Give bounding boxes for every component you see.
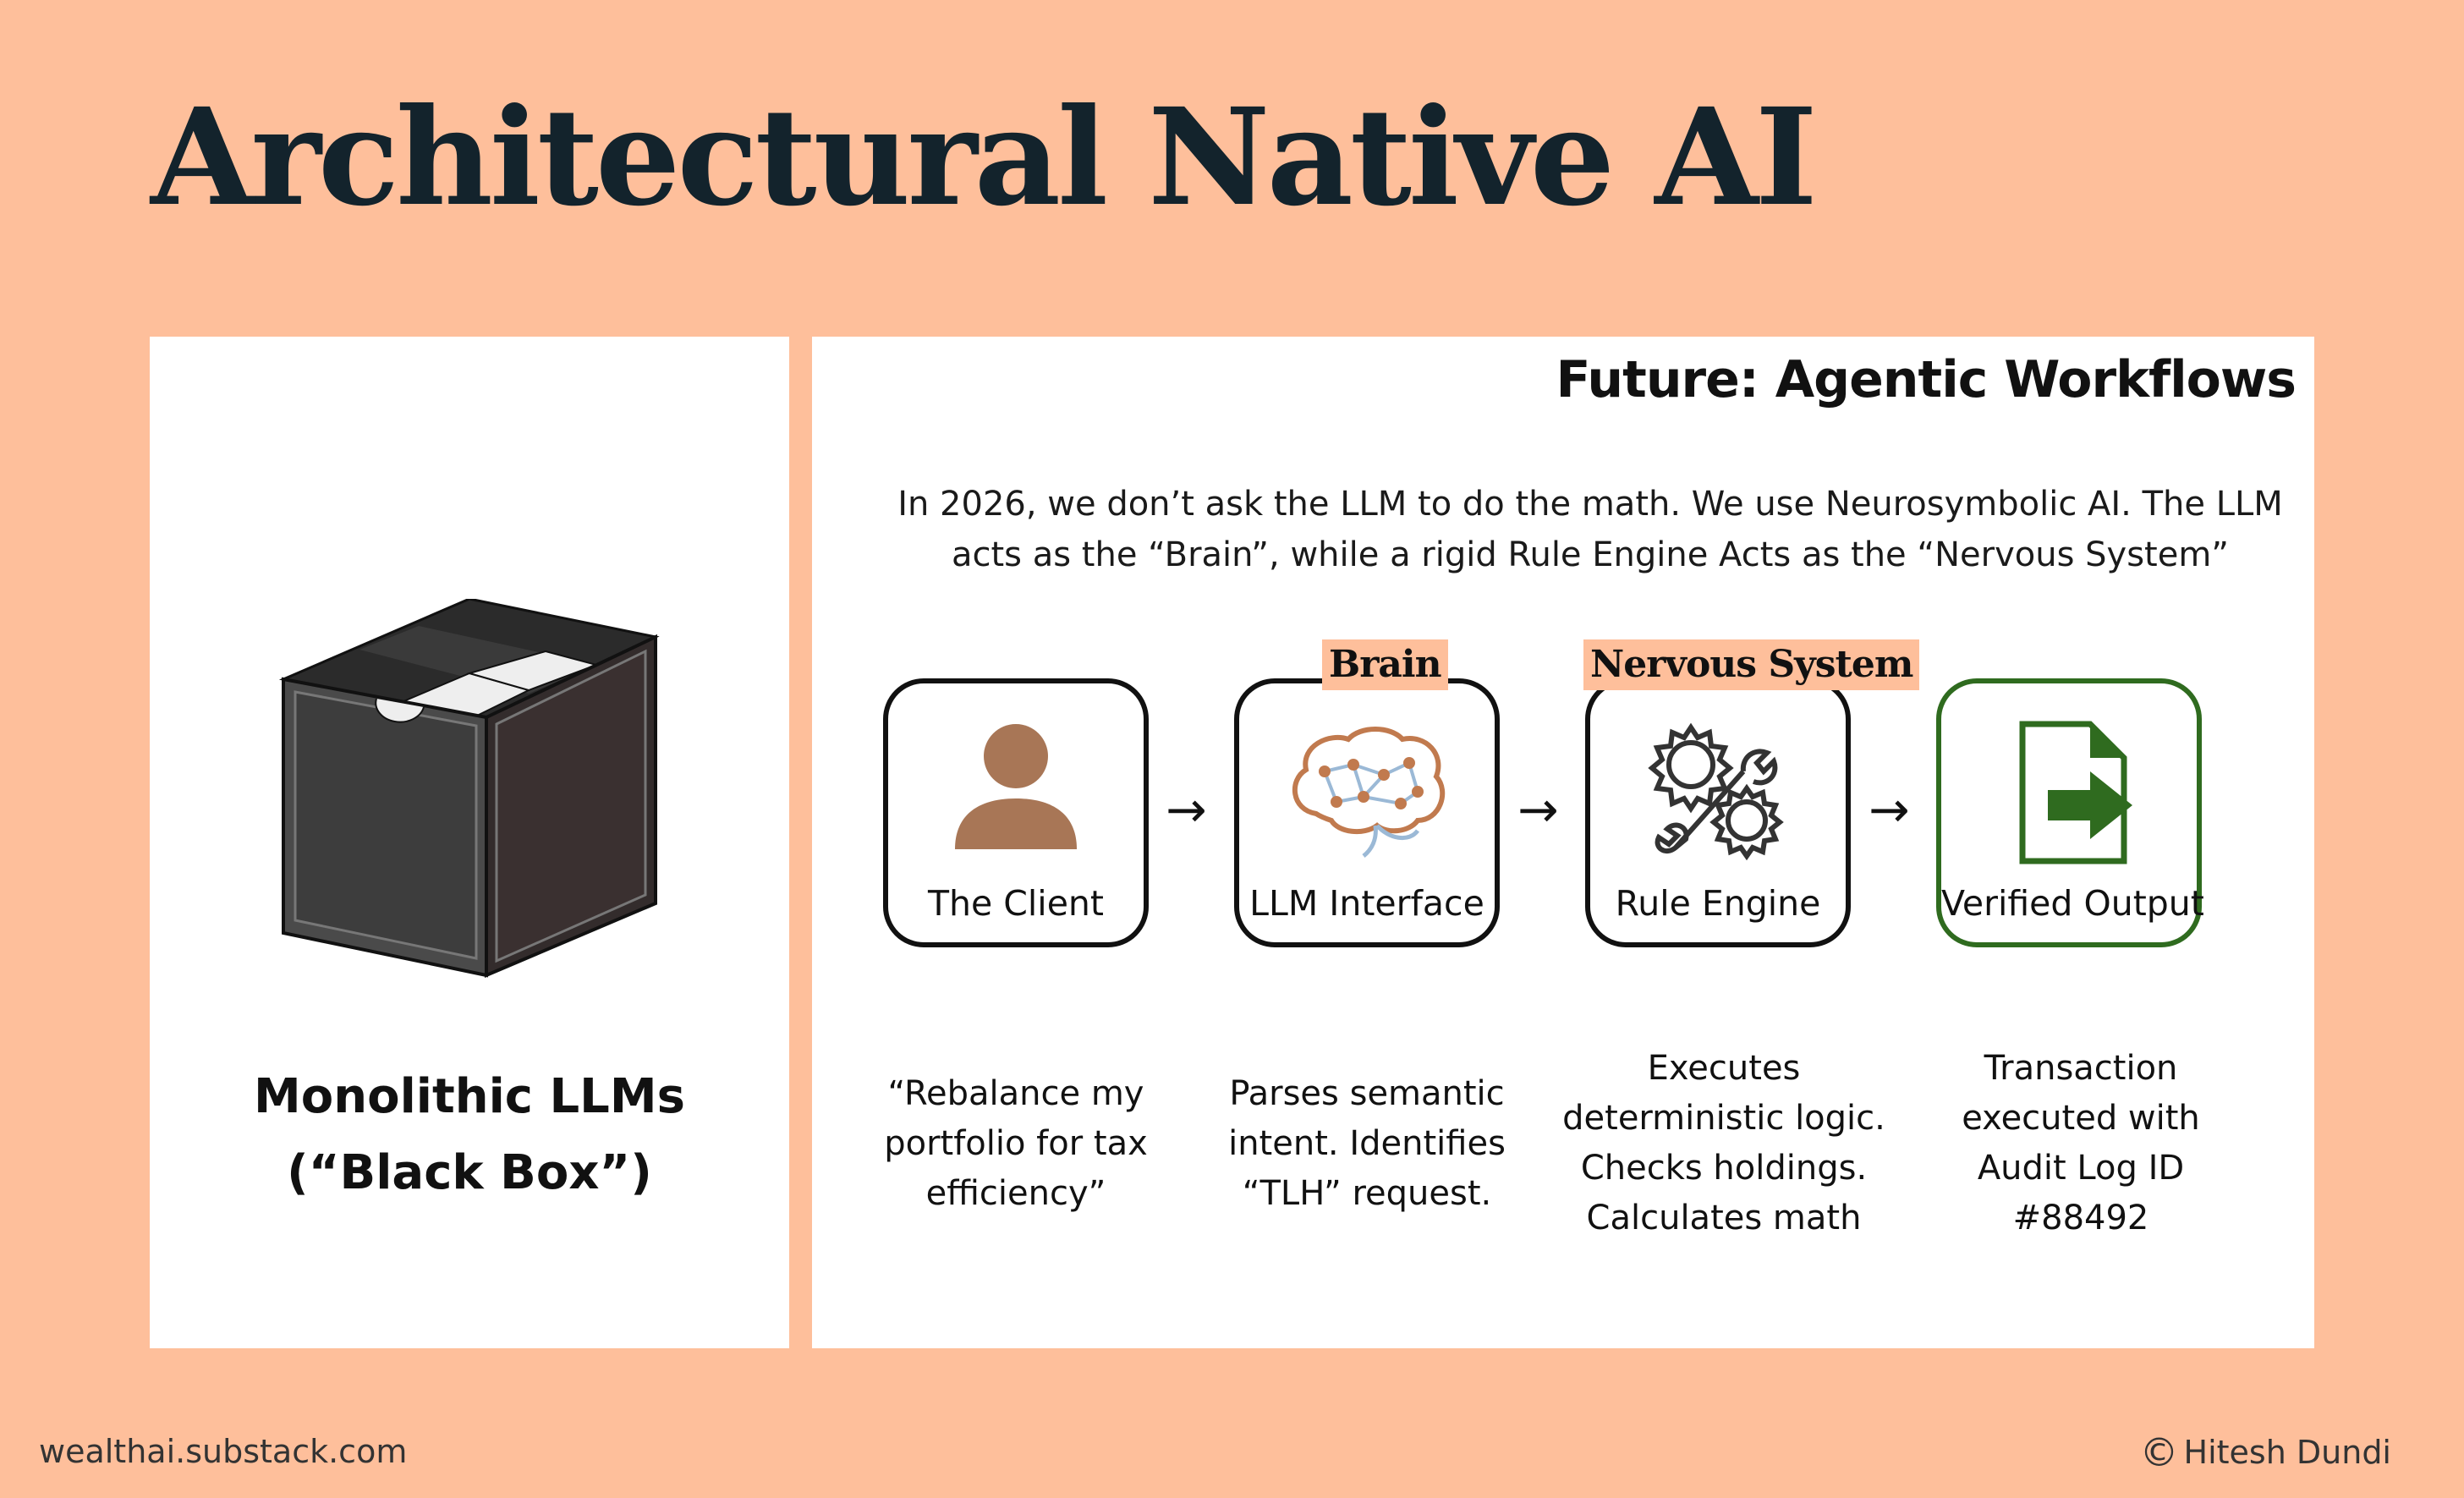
intro-line-1: In 2026, we don’t ask the LLM to do the … <box>897 485 2283 524</box>
brain-icon <box>1239 721 1495 868</box>
step-client: The Client <box>883 678 1149 947</box>
desc-line: Executes <box>1647 1049 1801 1088</box>
monolithic-caption: Monolithic LLMs (“Black Box”) <box>150 1059 789 1211</box>
brain-tag: Brain <box>1322 639 1448 690</box>
step-label: Verified Output <box>1941 883 2204 924</box>
footer-author: ©Hitesh Dundi <box>2140 1429 2391 1475</box>
arrow-icon: → <box>1869 781 1910 838</box>
step-label: LLM Interface <box>1249 883 1484 924</box>
step-llm-interface: LLM Interface <box>1234 678 1500 947</box>
author-name: Hitesh Dundi <box>2183 1434 2391 1471</box>
step-description-output: Transaction executed with Audit Log ID #… <box>1912 1044 2250 1243</box>
desc-line: #88492 <box>2012 1199 2149 1237</box>
monolithic-panel: Monolithic LLMs (“Black Box”) <box>150 337 789 1348</box>
intro-line-2: acts as the “Brain”, while a rigid Rule … <box>951 535 2230 574</box>
desc-line: deterministic logic. <box>1562 1099 1885 1138</box>
caption-line-2: (“Black Box”) <box>287 1145 652 1200</box>
desc-line: “Rebalance my <box>887 1074 1144 1113</box>
document-export-icon <box>1941 721 2197 868</box>
desc-line: Calculates math <box>1586 1199 1862 1237</box>
desc-line: Audit Log ID <box>1977 1149 2185 1188</box>
user-icon <box>888 721 1144 859</box>
desc-line: executed with <box>1962 1099 2200 1138</box>
gear-wrench-icon <box>1590 721 1846 868</box>
agentic-panel: Future: Agentic Workflows In 2026, we do… <box>812 337 2314 1348</box>
desc-line: “TLH” request. <box>1242 1174 1492 1213</box>
step-description-client: “Rebalance my portfolio for tax efficien… <box>847 1069 1185 1219</box>
desc-line: Transaction <box>1984 1049 2178 1088</box>
caption-line-1: Monolithic LLMs <box>254 1069 685 1124</box>
step-label: Rule Engine <box>1615 883 1821 924</box>
desc-line: portfolio for tax <box>884 1124 1148 1163</box>
step-description-llm: Parses semantic intent. Identifies “TLH”… <box>1198 1069 1536 1219</box>
arrow-icon: → <box>1517 781 1559 838</box>
copyright-icon: © <box>2139 1429 2179 1475</box>
step-description-rule-engine: Executes deterministic logic. Checks hol… <box>1555 1044 1893 1243</box>
desc-line: intent. Identifies <box>1228 1124 1506 1163</box>
intro-text: In 2026, we don’t ask the LLM to do the … <box>863 479 2318 580</box>
arrow-icon: → <box>1166 781 1207 838</box>
black-box-icon <box>278 599 660 979</box>
desc-line: Parses semantic <box>1229 1074 1505 1113</box>
nervous-system-tag: Nervous System <box>1583 639 1920 690</box>
desc-line: Checks holdings. <box>1580 1149 1868 1188</box>
step-rule-engine: Rule Engine <box>1585 678 1851 947</box>
page-title: Architectural Native AI <box>151 80 1818 236</box>
footer-site-url: wealthai.substack.com <box>39 1433 408 1470</box>
step-verified-output: Verified Output <box>1936 678 2204 947</box>
agentic-title: Future: Agentic Workflows <box>1556 350 2297 409</box>
step-label: The Client <box>928 883 1104 924</box>
desc-line: efficiency” <box>925 1174 1106 1213</box>
